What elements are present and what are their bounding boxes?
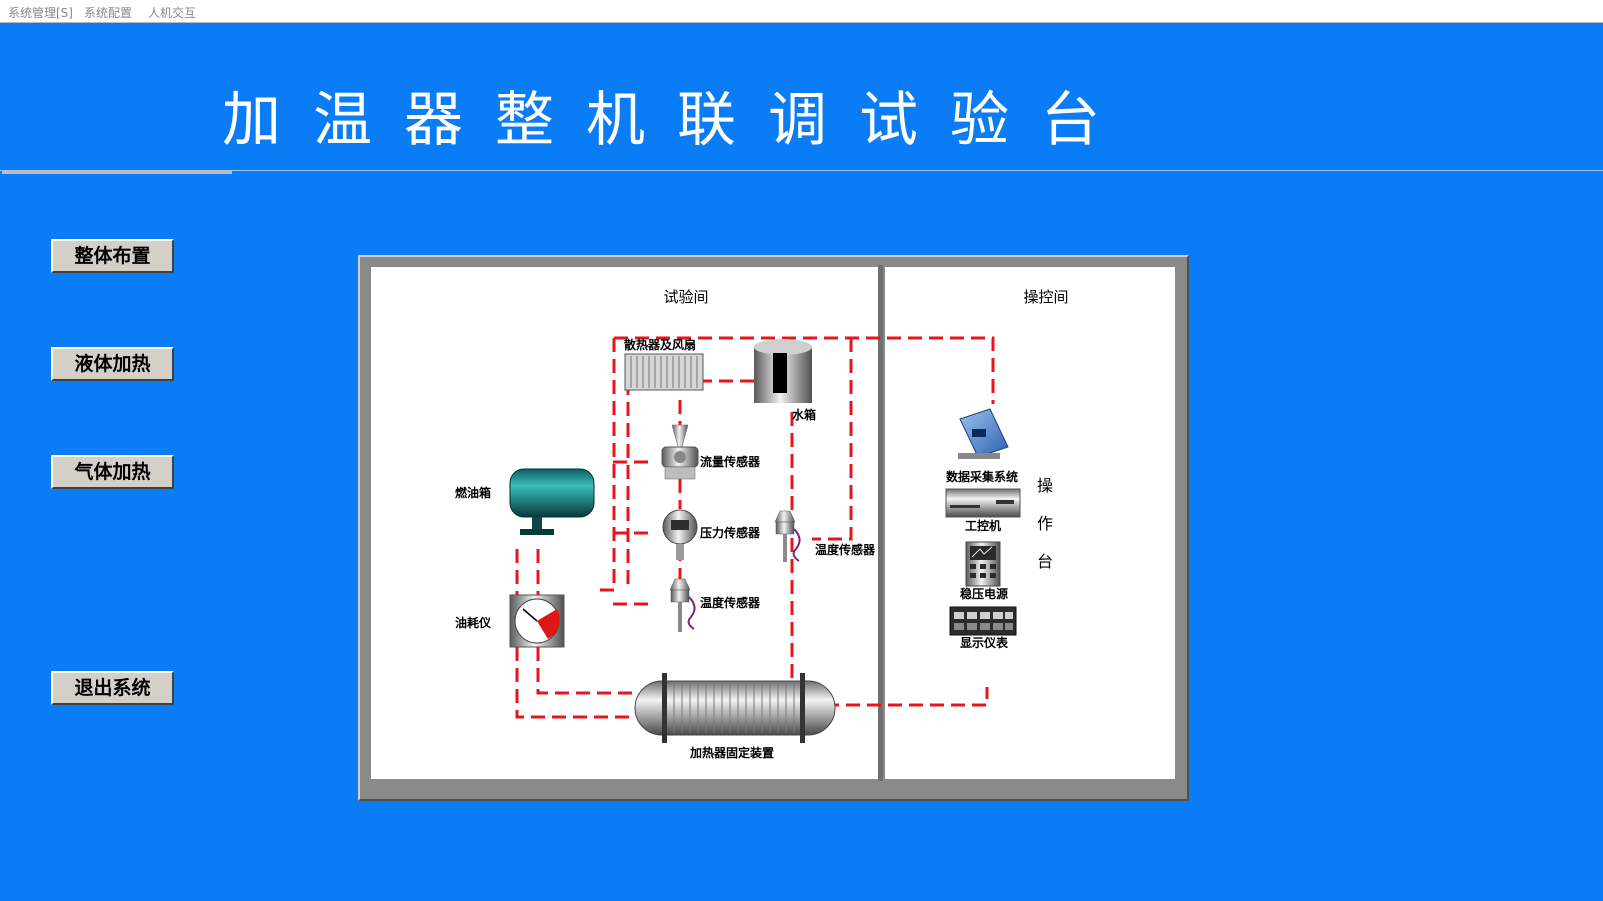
pipe-left-vertical [593,338,616,592]
pipe-meter-heater-b [536,647,635,695]
temperature-sensor-right-label: 温度传感器 [815,542,876,557]
heater-fixture-label: 加热器固定装置 [689,745,774,760]
daq-system-label: 数据采集系统 [946,469,1018,484]
page-title: 加温器整机联调试验台 [222,85,1133,154]
heater-fixture-icon [634,673,836,743]
system-diagram: 试验间 操控间 散热器及风扇 水箱 [371,265,1175,781]
control-room-title: 操控间 [1023,288,1068,306]
room-divider [878,265,883,781]
fuel-meter-label: 油耗仪 [455,615,492,630]
menu-system-config[interactable]: 系统配置 [84,6,133,20]
title-divider [0,170,1603,171]
console-char-3: 台 [1037,552,1053,571]
flow-sensor-icon [661,424,699,480]
menu-bar: 系统管理[S] 系统配置 人机交互 [0,0,1603,23]
water-tank-icon [754,339,812,403]
pipe-heater-control [825,687,989,707]
menu-hmi[interactable]: 人机交互 [148,6,197,20]
pipe-right-loop [812,338,853,541]
overall-layout-button[interactable]: 整体布置 [51,239,174,273]
gas-heating-button[interactable]: 气体加热 [51,455,174,489]
menu-system-management[interactable]: 系统管理[S] [8,6,73,20]
water-tank-label: 水箱 [792,407,816,422]
control-room-panel [885,267,1175,779]
display-meter-icon [949,606,1017,636]
regulated-power-label: 稳压电源 [960,586,1008,601]
liquid-heating-button[interactable]: 液体加热 [51,347,174,381]
industrial-pc-icon [945,488,1021,518]
temperature-sensor-mid-icon [669,578,696,632]
console-char-1: 操 [1037,476,1053,495]
fuel-meter-icon [509,594,565,648]
radiator-fan-label: 散热器及风扇 [624,337,696,352]
pipe-meter-heater-a [515,647,635,719]
pressure-sensor-icon [662,509,698,560]
fuel-tank-label: 燃油箱 [455,485,491,500]
title-divider-accent [2,170,232,174]
ipc-label: 工控机 [965,518,1001,533]
test-room-title: 试验间 [663,288,708,306]
flow-sensor-label: 流量传感器 [700,454,761,469]
fuel-tank-icon [509,468,595,535]
temperature-sensor-mid-label: 温度传感器 [700,595,761,610]
console-char-2: 作 [1037,514,1053,533]
temperature-sensor-right-icon [774,510,801,562]
pressure-sensor-label: 压力传感器 [700,525,761,540]
exit-system-button[interactable]: 退出系统 [51,671,174,705]
daq-module-icon [958,408,1009,459]
pipe-top-loop [614,336,995,404]
regulated-power-icon [965,541,1001,587]
radiator-fan-icon [624,353,704,391]
display-meter-label: 显示仪表 [960,635,1009,650]
